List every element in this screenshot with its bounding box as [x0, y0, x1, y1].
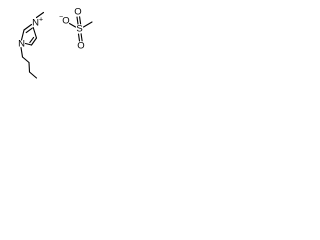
- bond-c2-n3: [23, 23, 33, 31]
- bond-c4-c5-double: [29, 36, 35, 44]
- methanesulfonate: [68, 16, 93, 42]
- bond-s-methyl: [82, 21, 93, 28]
- bond-n3-methyl: [35, 11, 45, 19]
- bond-s-o-top-double: [79, 16, 82, 25]
- atom-n1: N: [18, 39, 25, 50]
- bond-c2prime-c3prime: [28, 61, 31, 73]
- atom-o-top: O: [74, 7, 81, 18]
- atom-n3: N: [32, 18, 39, 29]
- bond-c1prime-c2prime: [21, 56, 30, 64]
- bond-s-o-top: [76, 16, 79, 25]
- chemical-structure: N + N O − S O O: [18, 7, 93, 79]
- bond-s-o-bottom-double: [80, 33, 83, 42]
- atom-o-minus: O: [62, 16, 69, 27]
- charge-minus: −: [59, 14, 63, 21]
- imidazolium-ring: [20, 23, 38, 46]
- charge-plus: +: [39, 17, 43, 24]
- butyl-chain: [20, 46, 38, 79]
- bond-c5-n1: [24, 42, 33, 46]
- atom-o-bottom: O: [77, 41, 84, 52]
- bond-n1-c2: [20, 29, 25, 41]
- bond-c3prime-c4prime: [28, 71, 38, 79]
- bond-s-o-bottom: [77, 33, 81, 42]
- bond-c4-c5: [30, 37, 38, 46]
- bond-c2-n3-double: [25, 27, 33, 34]
- bond-n1-c1prime: [20, 46, 24, 58]
- atom-s: S: [76, 24, 82, 35]
- bond-ominus-s: [68, 22, 77, 28]
- bond-n3-c4: [32, 26, 38, 39]
